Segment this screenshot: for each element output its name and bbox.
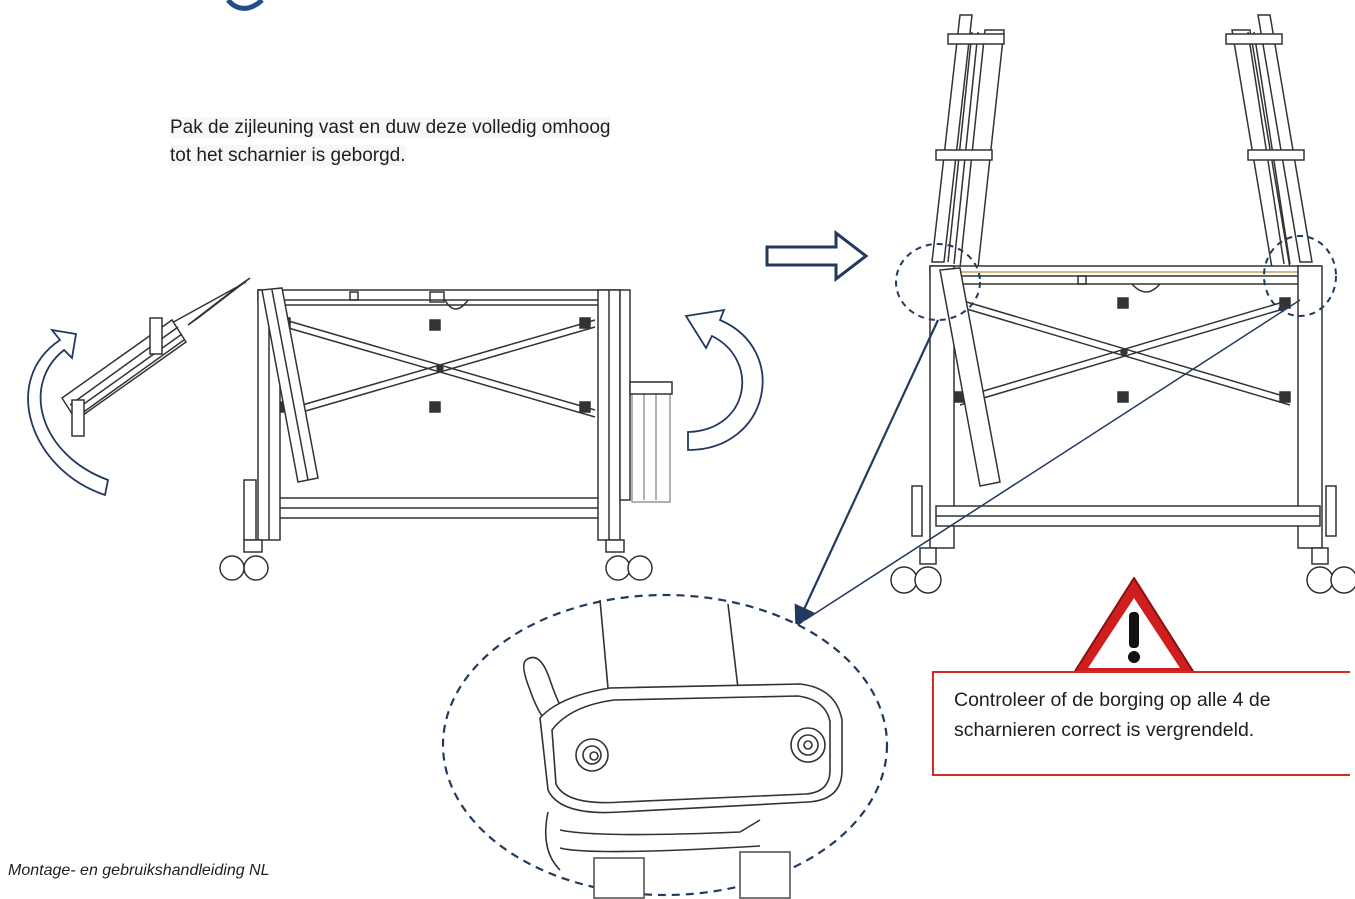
right-hinge-highlight	[1263, 235, 1337, 317]
warning-line-1: Controleer of de borging op alle 4 de	[954, 689, 1271, 711]
instruction-line-2: tot het scharnier is geborgd.	[170, 145, 406, 166]
instruction-text: Pak de zijleuning vast en duw deze volle…	[170, 114, 745, 170]
bed-rails-up-drawing	[890, 14, 1355, 594]
rotate-up-arrow-icon	[27, 328, 110, 497]
footer-text: Montage- en gebruikshandleiding NL	[8, 862, 270, 879]
heading-fragment	[226, 0, 264, 11]
warning-triangle-icon	[1071, 577, 1197, 677]
hinge-zoom-detail	[441, 593, 889, 899]
next-step-arrow-icon	[765, 229, 869, 283]
left-hinge-highlight	[895, 243, 981, 321]
instruction-line-1: Pak de zijleuning vast en duw deze volle…	[170, 117, 611, 138]
warning-callout: Controleer of de borging op alle 4 de sc…	[932, 671, 1350, 776]
rotate-down-arrow-icon	[684, 308, 764, 451]
bed-folded-drawing	[60, 277, 673, 581]
warning-line-2: scharnieren correct is vergrendeld.	[954, 719, 1255, 741]
